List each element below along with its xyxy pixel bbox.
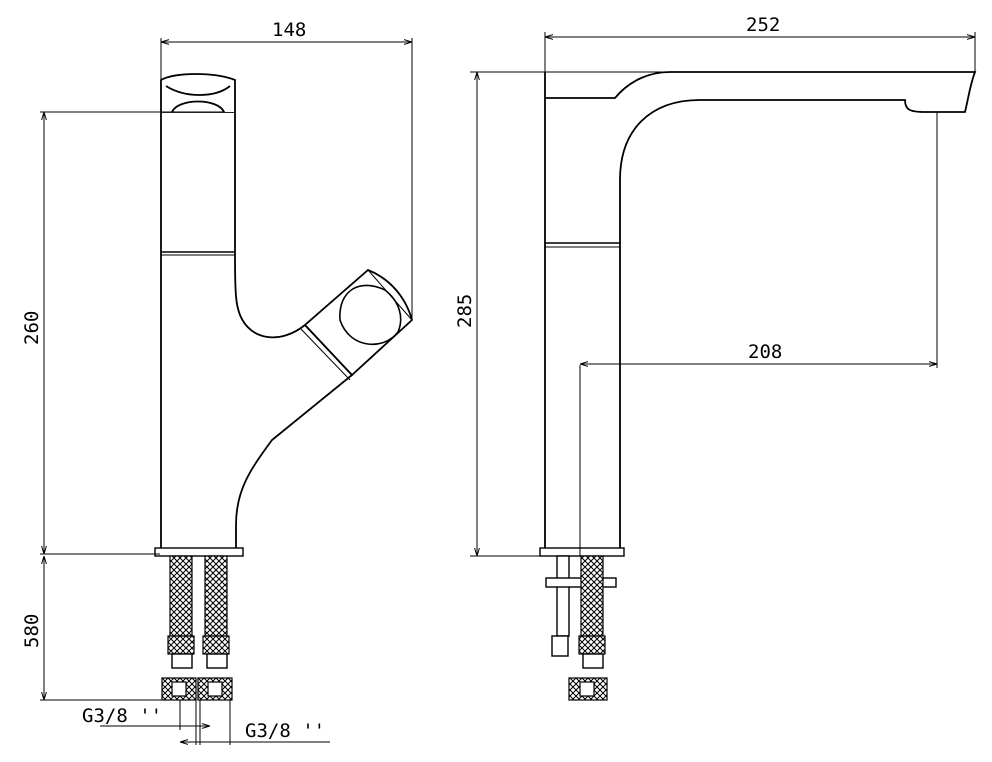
side-base-plate: [539, 547, 625, 557]
side-hose: [580, 555, 604, 637]
thread-right-label: G3/8 '': [245, 720, 325, 742]
dim-285-label: 285: [454, 294, 476, 328]
thread-left-label: G3/8 '': [82, 705, 162, 727]
front-top-cap: [160, 73, 236, 113]
dim-580-label: 580: [21, 614, 43, 648]
front-hose-right: [204, 555, 228, 637]
dim-252-label: 252: [746, 14, 780, 36]
front-hose-left: [169, 555, 193, 637]
front-base-plate: [154, 547, 244, 557]
dim-148-label: 148: [272, 19, 306, 41]
dim-260-label: 260: [21, 311, 43, 345]
side-view: 252 285 208: [454, 14, 977, 701]
front-view: 148 260 580 G3/8 '' G3/8 '': [21, 19, 414, 745]
side-rod: [556, 555, 570, 637]
front-faucet-body: [160, 111, 354, 553]
dim-208-label: 208: [748, 341, 782, 363]
side-faucet-body: [544, 71, 977, 553]
